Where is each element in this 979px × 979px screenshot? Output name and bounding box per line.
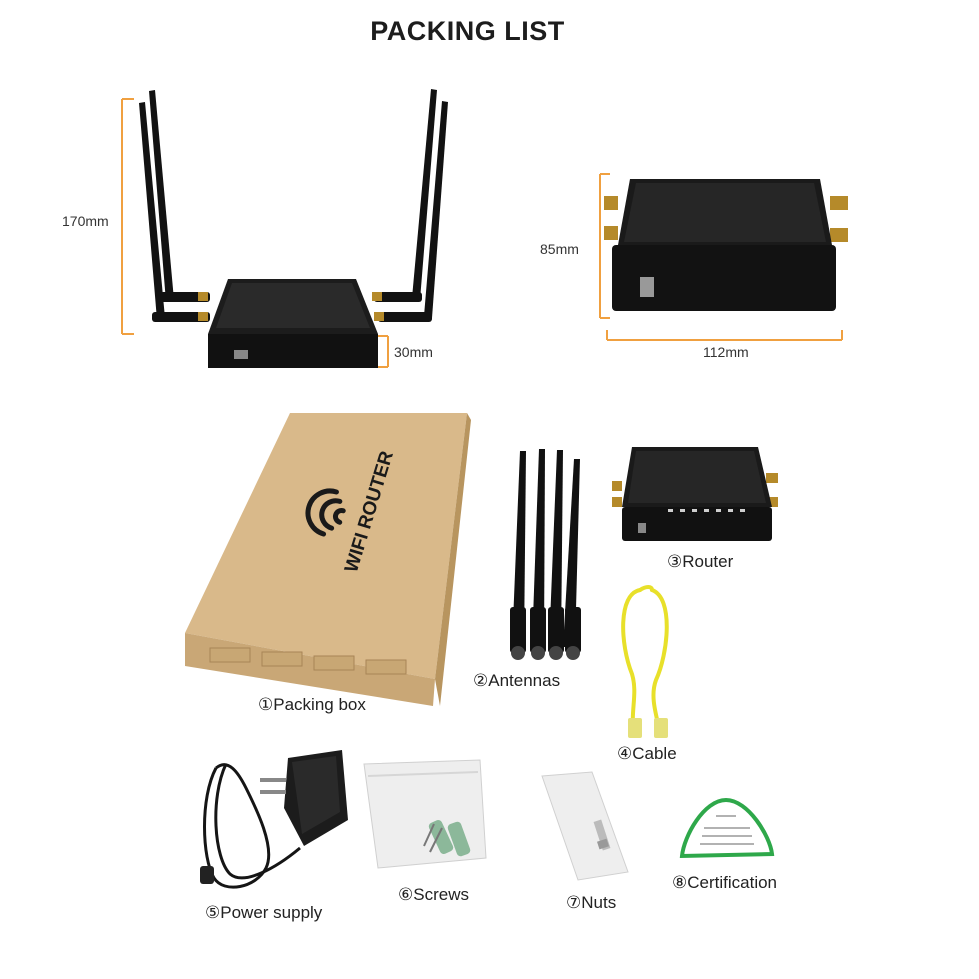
caption-antennas: ②Antennas: [473, 671, 560, 691]
item-label: Antennas: [488, 671, 561, 690]
height-with-antennas-label: 170mm: [62, 213, 109, 229]
width-label: 112mm: [703, 344, 749, 360]
cable-image: [621, 585, 669, 738]
item-number: ⑥: [398, 885, 414, 904]
caption-cable: ④Cable: [617, 744, 677, 764]
item-label: Cable: [632, 744, 677, 763]
router-image: [612, 447, 778, 541]
item-label: Packing box: [273, 695, 366, 714]
screws-image: [363, 759, 487, 869]
dimension-bracket-body-height: [378, 335, 389, 368]
body-height-label: 30mm: [394, 344, 433, 360]
packing-box-image: [185, 413, 471, 706]
caption-router: ③Router: [667, 552, 733, 572]
router-antennas-right: [372, 89, 448, 322]
item-label: Certification: [687, 873, 778, 892]
router-body: [208, 279, 378, 368]
antennas-image: [510, 449, 581, 660]
caption-nuts: ⑦Nuts: [566, 893, 616, 913]
dimension-bracket-height: [121, 98, 134, 335]
nuts-image: [541, 771, 629, 881]
item-label: Router: [682, 552, 734, 571]
power-supply-image: [200, 750, 348, 889]
item-number: ④: [617, 744, 633, 763]
page-title: PACKING LIST: [370, 16, 565, 46]
caption-power-supply: ⑤Power supply: [205, 903, 322, 923]
item-label: Power supply: [220, 903, 323, 922]
router-antennas-left: [139, 90, 210, 322]
dimension-bracket-width: [606, 330, 843, 341]
item-number: ②: [473, 671, 489, 690]
caption-screws: ⑥Screws: [398, 885, 469, 905]
item-number: ⑦: [566, 893, 582, 912]
caption-certification: ⑧Certification: [672, 873, 777, 893]
item-number: ③: [667, 552, 683, 571]
dimension-bracket-depth: [599, 173, 610, 319]
caption-packing-box: ①Packing box: [258, 695, 366, 715]
item-label: Screws: [413, 885, 469, 904]
item-number: ⑧: [672, 873, 688, 892]
wifi-icon: [305, 488, 346, 537]
item-label: Nuts: [581, 893, 617, 912]
item-number: ⑤: [205, 903, 221, 922]
item-number: ①: [258, 695, 274, 714]
certification-image: [679, 797, 775, 859]
depth-label: 85mm: [540, 241, 579, 257]
router-side-view: [604, 179, 848, 311]
box-print-text: WIFI ROUTER: [341, 448, 398, 575]
